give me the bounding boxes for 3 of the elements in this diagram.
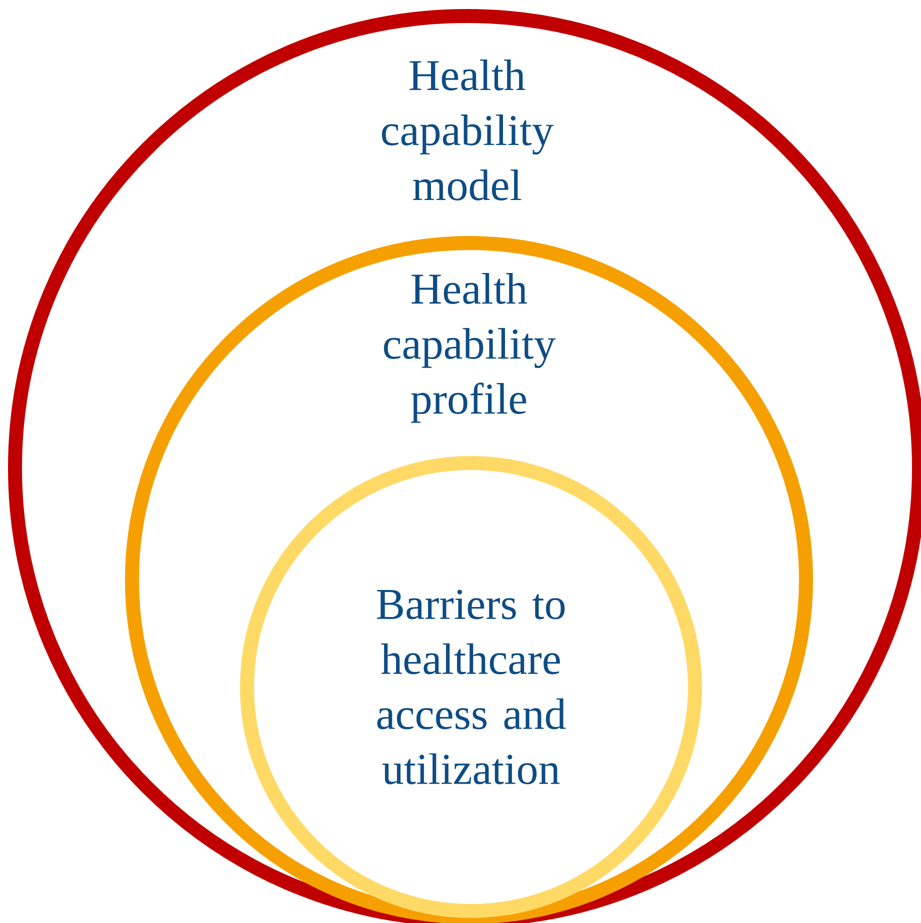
- circle-label: Health capability profile: [384, 273, 556, 423]
- circle-label: Barriers to healthcare access and utilization: [376, 590, 566, 784]
- circle-label: Health capability model: [382, 60, 554, 200]
